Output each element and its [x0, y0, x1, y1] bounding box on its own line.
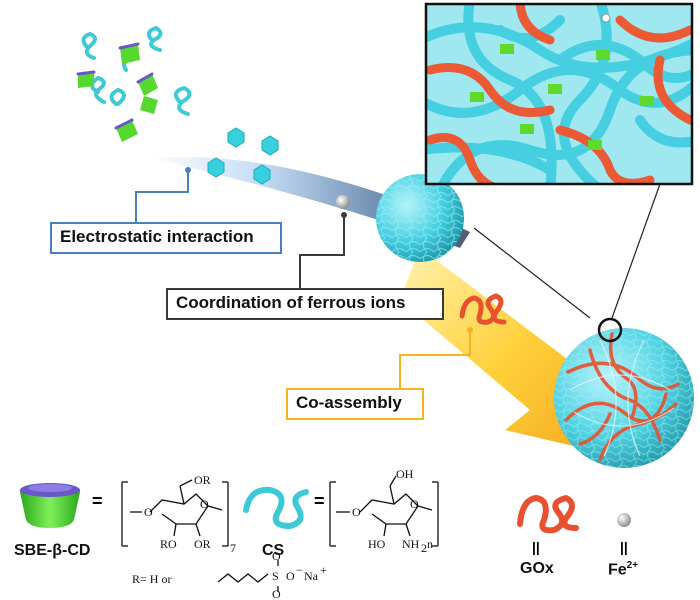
- legend-cs-label: CS: [262, 542, 285, 559]
- coordination-connector: [299, 215, 345, 288]
- svg-text:=: =: [92, 491, 103, 511]
- svg-text:OR: OR: [194, 473, 211, 487]
- svg-text:Na: Na: [304, 569, 319, 583]
- svg-text:O: O: [272, 587, 281, 600]
- cd-hexagons: [207, 127, 279, 185]
- svg-text:OR: OR: [194, 537, 211, 551]
- svg-text:||: ||: [620, 539, 628, 555]
- free-cs-cd-cluster: [76, 25, 192, 142]
- label-electrostatic-interaction: Electrostatic interaction: [50, 222, 282, 254]
- fe-icon: [617, 513, 631, 527]
- ferrous-ion: [336, 195, 350, 209]
- legend-gox-label: GOx: [520, 560, 554, 577]
- svg-text:S: S: [272, 569, 279, 583]
- legend-r-group-label: R= H or: [132, 572, 172, 586]
- svg-text:O: O: [200, 497, 209, 511]
- svg-text:O: O: [410, 497, 419, 511]
- zoom-line-left: [473, 227, 591, 319]
- svg-text:−: −: [296, 563, 303, 577]
- legend-sbe-cd-label: SBE-β-CD: [14, 542, 91, 559]
- label-coordination-ferrous-ions: Coordination of ferrous ions: [166, 288, 444, 320]
- svg-text:7: 7: [230, 541, 236, 555]
- gox-icon: [517, 494, 579, 534]
- coassembly-connector: [399, 330, 471, 388]
- svg-text:O: O: [272, 549, 281, 563]
- svg-text:||: ||: [532, 539, 540, 555]
- zoom-circle: [597, 317, 623, 343]
- svg-text:RO: RO: [160, 537, 177, 551]
- cs-chemical-structure: [329, 475, 439, 547]
- zoom-line-right: [611, 183, 661, 319]
- magnified-inset: [424, 2, 694, 186]
- r-group-chain: [217, 560, 279, 592]
- gox-coil: [459, 293, 507, 325]
- sbe-cd-icon: [20, 483, 80, 528]
- svg-text:O: O: [144, 505, 153, 519]
- svg-text:HO: HO: [368, 537, 386, 551]
- svg-text:2: 2: [421, 541, 427, 555]
- svg-text:n: n: [427, 537, 433, 551]
- label-co-assembly: Co-assembly: [286, 388, 424, 420]
- svg-text:=: =: [314, 491, 325, 511]
- svg-text:+: +: [320, 563, 327, 577]
- svg-text:O: O: [286, 569, 295, 583]
- cd-chemical-structure: [121, 479, 229, 547]
- svg-text:NH: NH: [402, 537, 420, 551]
- svg-text:OH: OH: [396, 467, 414, 481]
- cs-icon: [243, 486, 309, 530]
- legend-fe-label: Fe2+: [608, 560, 639, 579]
- composite-sphere: [554, 328, 694, 468]
- cs-cd-sphere: [376, 174, 464, 262]
- electrostatic-connector: [135, 170, 189, 222]
- svg-text:O: O: [352, 505, 361, 519]
